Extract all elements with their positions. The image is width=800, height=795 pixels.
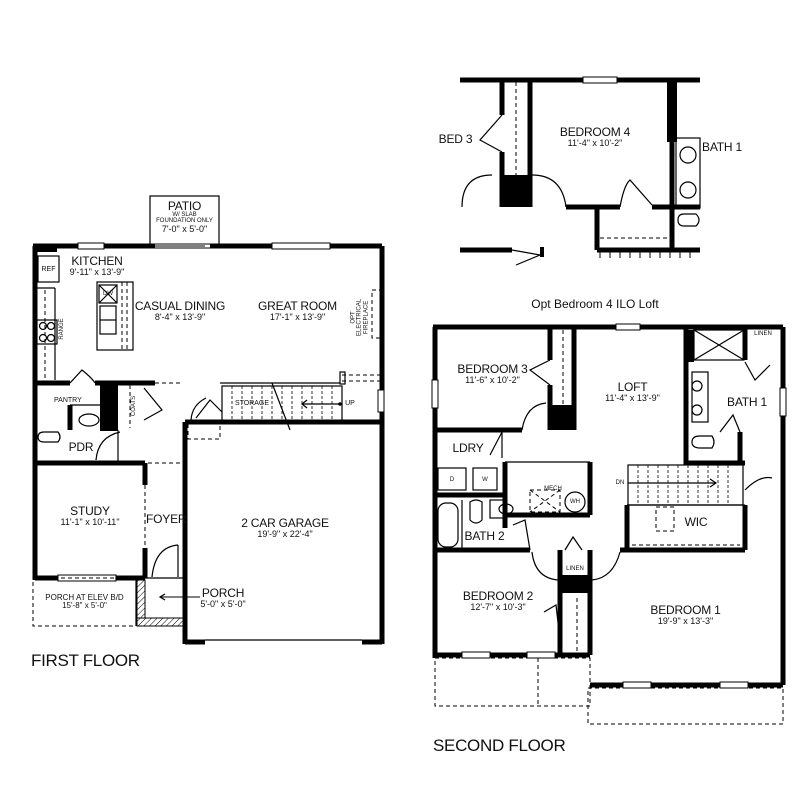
opt-bath1-label: BATH 1 (702, 140, 742, 154)
washer-label: W (482, 477, 488, 483)
room-dims: 5'-0" x 5'-0" (200, 599, 246, 609)
dishwasher-label: DW (103, 291, 113, 297)
room-name: BEDROOM 4 (559, 125, 631, 139)
range-label: RANGE (59, 318, 65, 340)
room-name: PORCH AT ELEV B/D (45, 593, 124, 602)
room-name: PORCH (201, 586, 245, 600)
optional-plan-walls (460, 76, 701, 266)
stairs-up-label: UP (345, 400, 355, 407)
room-note: FOUNDATION ONLY (156, 218, 213, 224)
optional-plan-caption: Opt Bedroom 4 ILO Loft (531, 297, 659, 311)
garage-label: 2 CAR GARAGE 19'-9" x 22'-4" (230, 517, 340, 539)
linen-mid-label: LINEN (566, 566, 584, 572)
casual-dining-label: CASUAL DINING 8'-4" x 13'-9" (130, 300, 230, 322)
room-note: W/ SLAB (172, 212, 197, 218)
bed3-label: BED 3 (438, 132, 473, 146)
room-name: STUDY (70, 504, 110, 518)
porch-label: PORCH 5'-0" x 5'-0" (193, 587, 253, 609)
bath1-label: BATH 1 (727, 395, 767, 409)
room-dims: 19'-9" x 22'-4" (257, 529, 313, 539)
room-dims: 7'-0" x 5'-0" (161, 224, 208, 234)
mech-label: MECH (544, 486, 562, 492)
room-name: LOFT (617, 380, 648, 394)
room-dims: 11'-1" x 10'-11" (60, 517, 120, 527)
fireplace-label: OPT ELECTRICAL FIREPLACE (351, 292, 370, 342)
great-room-label: GREAT ROOM 17'-1" x 13'-9" (250, 300, 345, 322)
room-dims: 8'-4" x 13'-9" (154, 312, 206, 322)
study-label: STUDY 11'-1" x 10'-11" (50, 505, 130, 527)
foyer-label: FOYER (146, 512, 187, 526)
room-name: KITCHEN (71, 254, 123, 268)
loft-label: LOFT 11'-4" x 13'-9" (595, 381, 670, 403)
room-name: PATIO (167, 199, 202, 213)
water-heater-label: WH (570, 499, 580, 505)
storage-label: STORAGE (234, 400, 270, 407)
room-dims: 11'-4" x 13'-9" (605, 393, 660, 403)
room-dims: 9'-11" x 13'-9" (69, 267, 125, 277)
bath2-label: BATH 2 (464, 529, 505, 543)
second-floor-title: SECOND FLOOR (433, 736, 566, 755)
room-dims: 15'-8" x 5'-0" (62, 601, 107, 610)
bedroom1-label: BEDROOM 1 19'-9" x 13'-3" (643, 604, 728, 626)
second-floor-walls (431, 323, 787, 725)
fireplace-text: FIREPLACE (363, 300, 370, 335)
wic-label: WIC (684, 515, 708, 529)
dryer-label: D (449, 477, 455, 483)
patio-label: PATIO W/ SLAB FOUNDATION ONLY 7'-0" x 5'… (150, 200, 219, 234)
ref-label: REF (41, 266, 56, 273)
porch-elev-label: PORCH AT ELEV B/D 15'-8" x 5'-0" (33, 594, 136, 610)
ldry-label: LDRY (452, 441, 484, 455)
bedroom4-label: BEDROOM 4 11'-4" x 10'-2" (555, 126, 635, 148)
room-name: 2 CAR GARAGE (241, 516, 329, 530)
room-name: GREAT ROOM (258, 299, 337, 313)
room-name: CASUAL DINING (134, 299, 226, 313)
bedroom3-label: BEDROOM 3 11'-6" x 10'-2" (455, 363, 530, 385)
room-dims: 11'-4" x 10'-2" (567, 138, 623, 148)
room-dims: 17'-1" x 13'-9" (269, 312, 326, 322)
room-name: BEDROOM 3 (457, 362, 528, 376)
kitchen-label: KITCHEN 9'-11" x 13'-9" (62, 255, 132, 277)
first-floor-title: FIRST FLOOR (31, 651, 140, 670)
first-floor-walls (32, 195, 385, 645)
fireplace-text: ELECTRICAL (356, 298, 363, 336)
room-dims: 12'-7" x 10'-3" (470, 602, 526, 612)
pdr-label: PDR (68, 440, 94, 454)
linen-top-label: LINEN (754, 331, 772, 337)
stairs-down-label: DN (615, 480, 625, 486)
pantry-label: PANTRY (54, 397, 82, 404)
room-dims: 19'-9" x 13'-3" (657, 616, 714, 626)
bedroom2-label: BEDROOM 2 12'-7" x 10'-3" (458, 590, 538, 612)
coats-label: COATS (131, 395, 137, 417)
room-name: BEDROOM 2 (462, 589, 534, 603)
room-dims: 11'-6" x 10'-2" (465, 375, 520, 385)
room-name: BEDROOM 1 (650, 603, 721, 617)
